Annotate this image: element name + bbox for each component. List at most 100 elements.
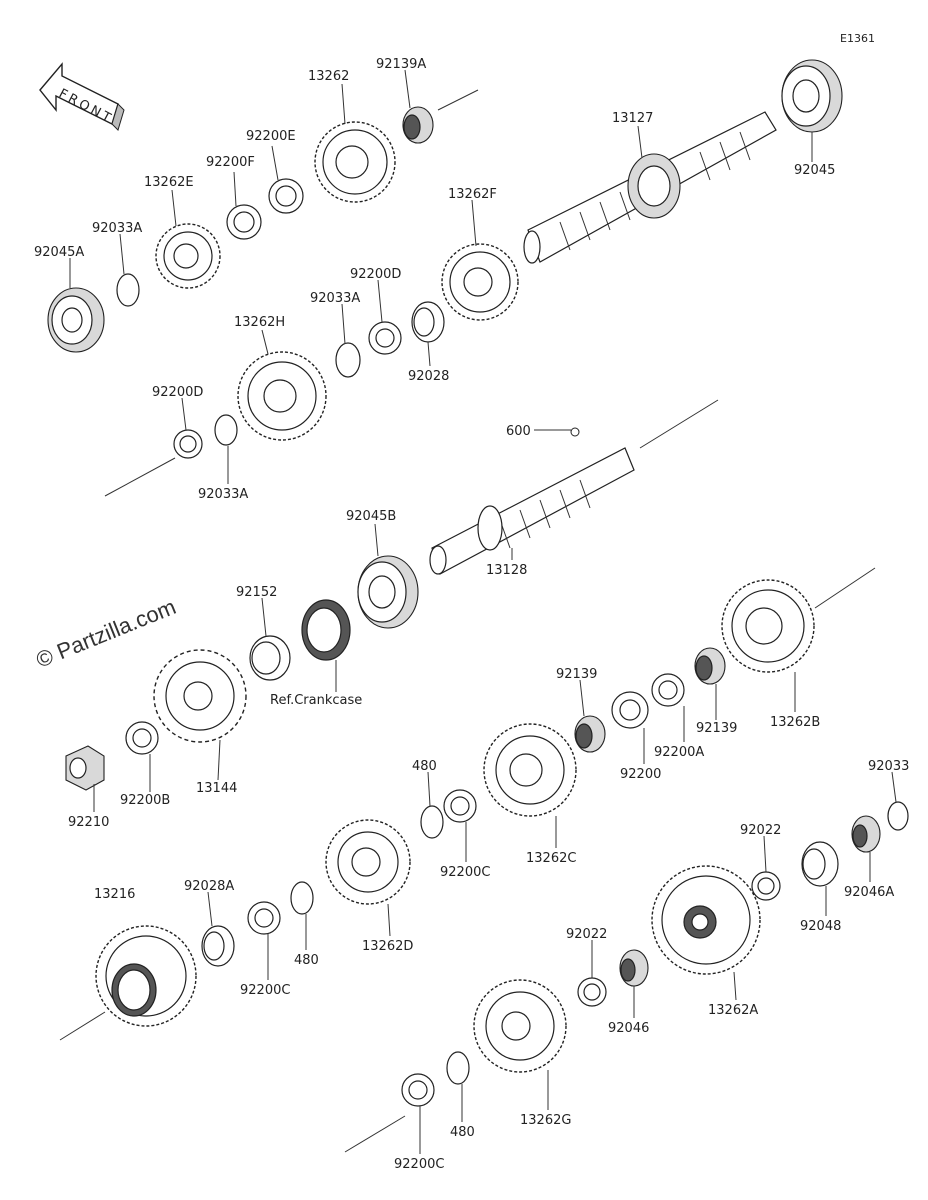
part-label: 13262F — [448, 187, 497, 202]
circlip-92033A-middle — [335, 342, 361, 378]
washer-92200F — [226, 204, 262, 240]
part-label: 92022 — [566, 927, 607, 942]
part-label: 92210 — [68, 815, 109, 830]
part-label: 480 — [450, 1125, 475, 1140]
part-label: 13216 — [94, 887, 135, 902]
bearing-92045B — [357, 555, 419, 629]
sleeve-92028A — [201, 925, 235, 967]
part-label: 92033A — [198, 487, 248, 502]
part-label: 92200A — [654, 745, 704, 760]
part-label: 92200D — [350, 267, 401, 282]
part-label: 92046 — [608, 1021, 649, 1036]
washer-92022-left — [577, 977, 607, 1007]
part-label: 92152 — [236, 585, 277, 600]
needle-bearing-92139-left — [574, 715, 606, 753]
circlip-480-upper — [420, 805, 444, 839]
washer-92200 — [611, 691, 649, 729]
gear-13262D — [325, 819, 411, 905]
part-label: 92200B — [120, 793, 170, 808]
part-label: 92048 — [800, 919, 841, 934]
part-label: 13262B — [770, 715, 820, 730]
part-label: 480 — [412, 759, 437, 774]
sleeve-92028 — [411, 301, 445, 343]
washer-92200C-middle — [443, 789, 477, 823]
part-label: 92028A — [184, 879, 234, 894]
part-label: 92033 — [868, 759, 909, 774]
part-label: 480 — [294, 953, 319, 968]
bearing-92045 — [781, 59, 843, 133]
washer-92200E — [268, 178, 304, 214]
needle-bearing-92139A — [402, 106, 434, 144]
part-label: 13262H — [234, 315, 285, 330]
part-label: 13262D — [362, 939, 413, 954]
part-label: 92200C — [394, 1157, 444, 1172]
part-label: 92200E — [246, 129, 296, 144]
circlip-92033 — [887, 801, 909, 831]
bearing-92045A — [47, 287, 105, 353]
part-label: 92033A — [92, 221, 142, 236]
sprocket-13144 — [153, 649, 247, 743]
gear-13262A — [651, 865, 761, 975]
part-label: 92022 — [740, 823, 781, 838]
part-label: 92046A — [844, 885, 894, 900]
part-label: 13262E — [144, 175, 194, 190]
part-label: 92045A — [34, 245, 84, 260]
part-label: 92045B — [346, 509, 396, 524]
part-label: 13262A — [708, 1003, 758, 1018]
gear-13262 — [314, 121, 396, 203]
washer-92200D-upper — [368, 321, 402, 355]
circlip-92033A-lower — [214, 414, 238, 446]
nut-92210 — [65, 745, 105, 791]
part-label: 13262G — [520, 1113, 571, 1128]
leader-lines — [69, 69, 897, 1154]
part-label: 92200 — [620, 767, 661, 782]
part-label: 92200C — [440, 865, 490, 880]
part-label: 92200D — [152, 385, 203, 400]
collar-92152 — [249, 635, 291, 681]
part-label: 13127 — [612, 111, 653, 126]
part-label: 92028 — [408, 369, 449, 384]
washer-92200B — [125, 721, 159, 755]
part-label: 13144 — [196, 781, 237, 796]
oil-seal-ref-crankcase — [301, 599, 351, 661]
needle-bearing-92139-right — [694, 647, 726, 685]
diagram-code: E1361 — [840, 32, 875, 45]
washer-92200A — [651, 673, 685, 707]
part-label: 600 — [506, 424, 531, 439]
part-label: 92139 — [696, 721, 737, 736]
gear-13216 — [95, 925, 197, 1027]
part-label: 92139A — [376, 57, 426, 72]
part-label: 92139 — [556, 667, 597, 682]
circlip-480-middle — [290, 881, 314, 915]
gear-13262C — [483, 723, 577, 817]
part-label: 92200C — [240, 983, 290, 998]
washer-92200D-lower — [173, 429, 203, 459]
washer-92200C-left — [247, 901, 281, 935]
gear-13262F — [441, 243, 519, 321]
part-label: 92200F — [206, 155, 255, 170]
reference-note: Ref.Crankcase — [270, 693, 362, 708]
circlip-92033A-upper — [116, 273, 140, 307]
part-label: 92033A — [310, 291, 360, 306]
mainshaft-13128 — [429, 427, 635, 575]
circlip-480-lower — [446, 1051, 470, 1085]
needle-bearing-92046A — [851, 815, 881, 853]
part-label: 13262 — [308, 69, 349, 84]
washer-92022-right — [751, 871, 781, 901]
part-labels: 13262 92139A 92200E 92200F 13262E 92033A… — [34, 57, 909, 1172]
countershaft-13127 — [523, 111, 777, 264]
washer-92200C-lower — [401, 1073, 435, 1107]
watermark: © Partzilla.com — [33, 594, 180, 673]
gear-13262G — [473, 979, 567, 1073]
gear-13262B — [721, 579, 815, 673]
front-arrow-icon: FRONT — [39, 62, 125, 131]
gear-13262E — [155, 223, 221, 289]
part-label: 92045 — [794, 163, 835, 178]
part-label: 13262C — [526, 851, 576, 866]
part-label: 13128 — [486, 563, 527, 578]
axis-lines — [59, 89, 876, 1153]
gear-13262H — [237, 351, 327, 441]
collar-92048 — [801, 841, 839, 887]
needle-bearing-92046 — [619, 949, 649, 987]
